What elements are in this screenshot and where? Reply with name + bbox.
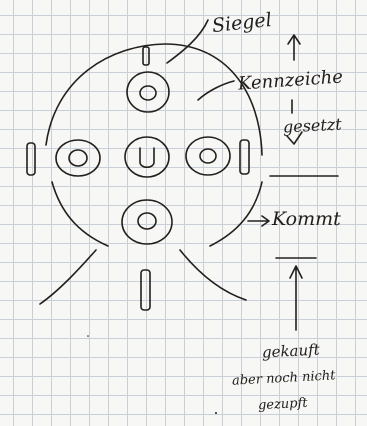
left-ring-inner (69, 150, 87, 166)
right-ring-outer (186, 137, 230, 175)
left-bar (27, 143, 35, 175)
top-bar (143, 47, 149, 65)
head-lower-left (52, 182, 108, 246)
stray-dot (215, 412, 217, 414)
right-shoulder-line (180, 250, 246, 300)
kommt-arrow (248, 216, 269, 226)
top-ring-inner (140, 86, 156, 100)
left-shoulder-line (40, 250, 96, 304)
note-kommt: Kommt (272, 210, 341, 229)
gekauft-up-arrow (290, 266, 302, 330)
lower-bar (141, 270, 150, 310)
siegel-pointer (167, 20, 208, 63)
left-ring-outer (56, 140, 100, 176)
stray-dot-2 (87, 335, 89, 337)
head-lower-right (210, 182, 262, 246)
bottom-ring-outer (122, 200, 172, 244)
u-ring-outer (125, 137, 169, 177)
up-arrow (288, 35, 300, 60)
right-ring-inner (200, 149, 216, 163)
note-gekauft-line3: gezupft (258, 397, 308, 413)
bottom-ring-inner (138, 213, 156, 229)
note-gekauft-line1: gekauft (262, 342, 320, 360)
kennzeichen-pointer (198, 81, 234, 100)
top-ring-outer (127, 72, 169, 112)
note-gesetzt: gesetzt (283, 116, 342, 135)
right-bar (240, 140, 249, 174)
u-ring-inner (140, 148, 154, 167)
